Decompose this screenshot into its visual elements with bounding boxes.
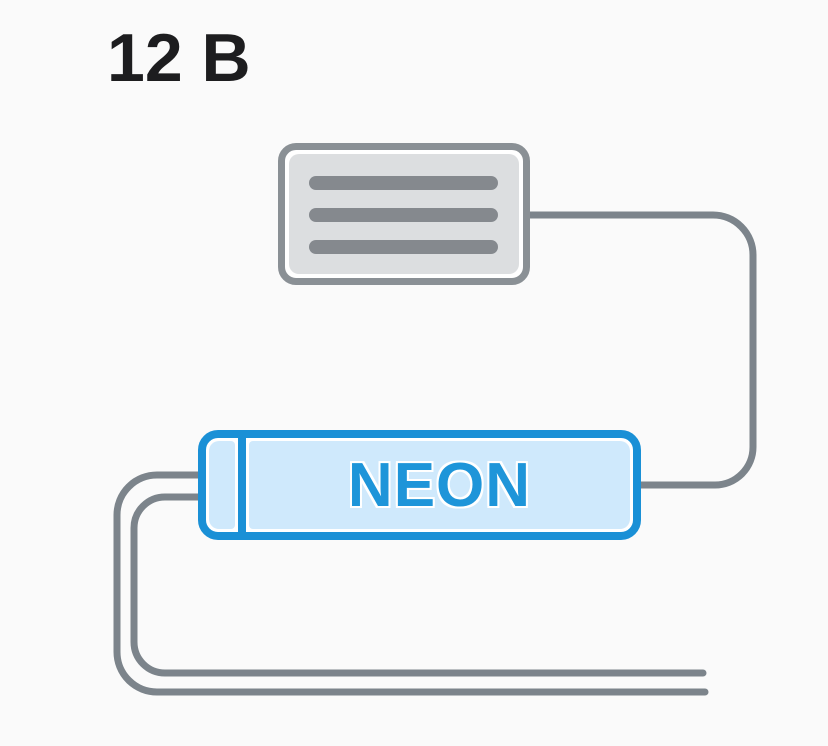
power-supply-body xyxy=(289,154,519,274)
voltage-label: 12 В xyxy=(107,20,251,96)
wire-power-to-lamp xyxy=(526,211,757,489)
vent-slot-icon xyxy=(309,240,498,254)
vent-slot-icon xyxy=(309,208,498,222)
neon-label: NEON xyxy=(347,450,532,520)
neon-lamp-end-cap xyxy=(209,441,235,529)
wire-lamp-return-inner xyxy=(130,493,707,677)
power-supply-box xyxy=(278,143,530,285)
neon-lamp-body: NEON xyxy=(249,441,630,529)
vent-slot-icon xyxy=(309,176,498,190)
neon-lamp-tube: NEON xyxy=(198,430,641,540)
neon-lamp-divider xyxy=(238,438,246,532)
wire-lamp-return-outer xyxy=(113,471,709,696)
